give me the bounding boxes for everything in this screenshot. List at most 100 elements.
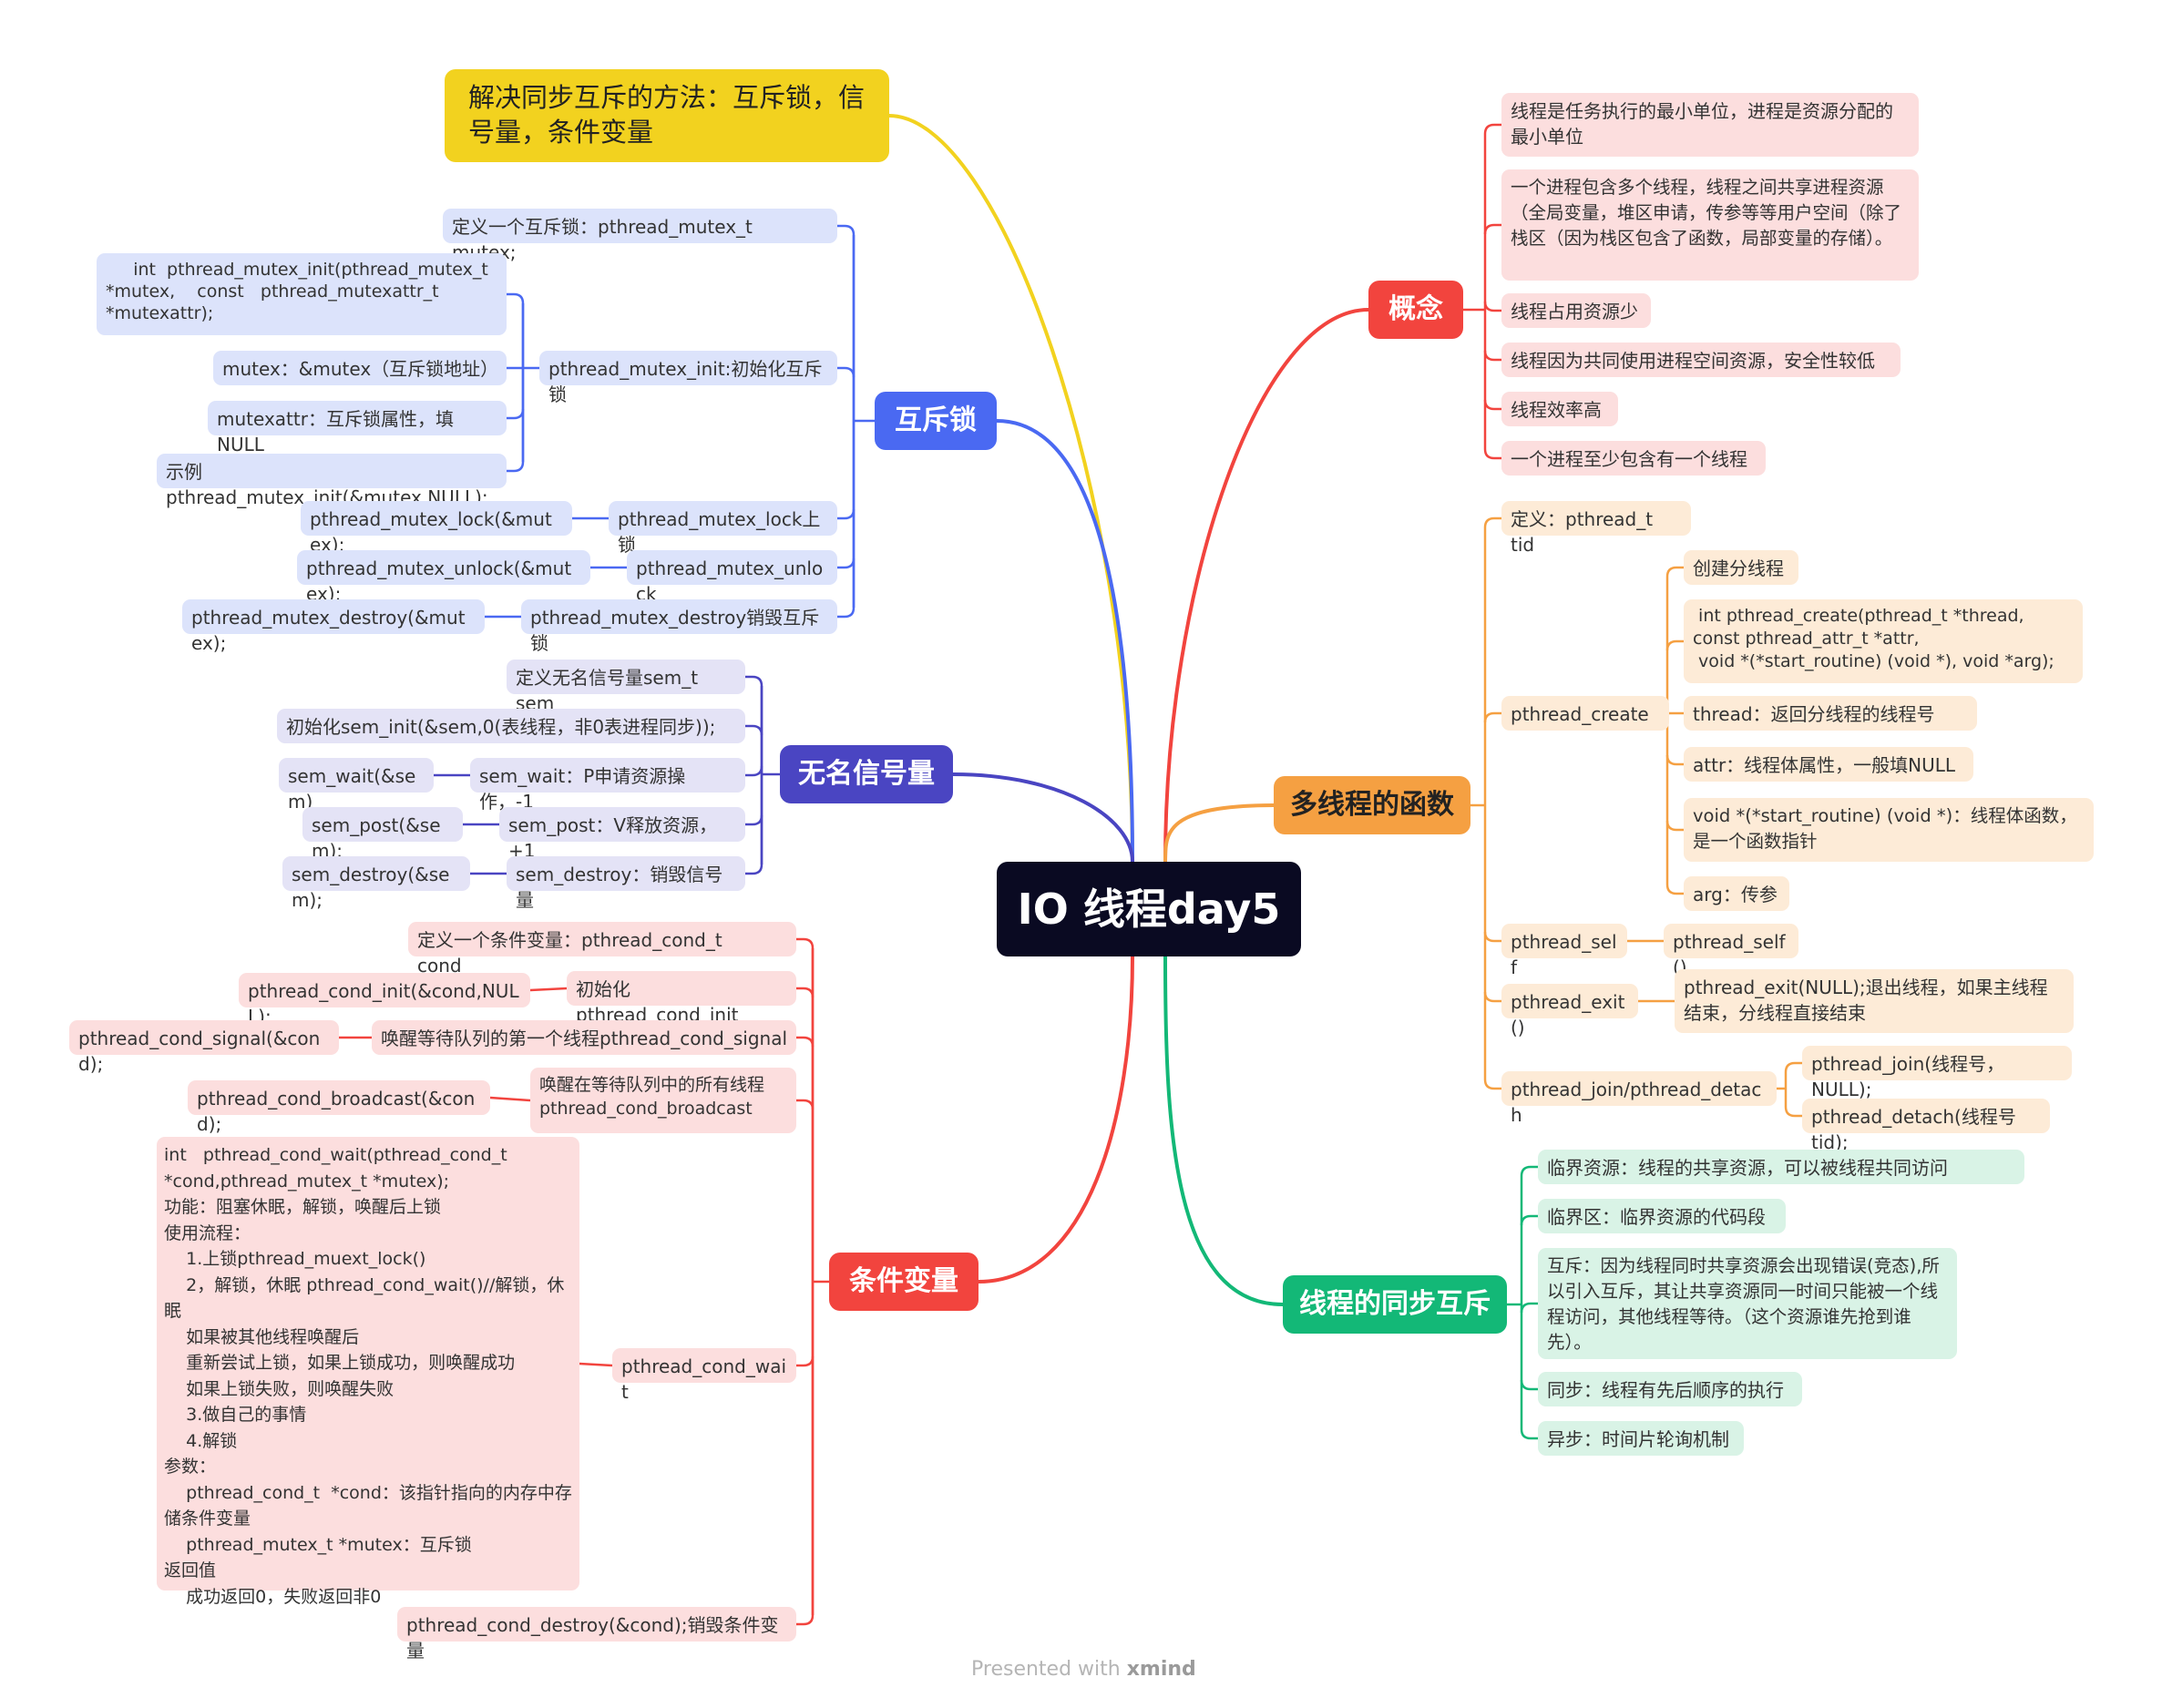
footer-credit: Presented with xmind: [971, 1658, 1196, 1681]
mutex-bracket-twig-3: [837, 557, 856, 569]
mutex-item-unlock[interactable]: pthread_mutex_unlock: [627, 550, 837, 605]
sync-item-critical-resource[interactable]: 临界资源：线程的共享资源，可以被线程共同访问: [1538, 1150, 2024, 1184]
sem-item-destroy[interactable]: sem_destroy：销毁信号量: [507, 856, 745, 911]
funcs-item-self[interactable]: pthread_self: [1501, 924, 1627, 978]
mutex-lock-call[interactable]: pthread_mutex_lock(&mutex);: [301, 501, 572, 556]
mutex-init-bracket-twig-3: [507, 461, 525, 473]
detach-call[interactable]: pthread_detach(线程号tid);: [1802, 1099, 2050, 1153]
concept-bracket-twig-0: [1483, 123, 1501, 135]
sync-item-async[interactable]: 异步：时间片轮询机制: [1538, 1421, 1744, 1456]
sem-bracket-twig-1: [745, 724, 763, 736]
create-param-arg[interactable]: arg：传参: [1684, 876, 1789, 911]
link-sem: [952, 772, 1134, 863]
concept-item-3[interactable]: 线程因为共同使用进程空间资源，安全性较低: [1501, 343, 1901, 377]
cond-item-destroy[interactable]: pthread_cond_destroy(&cond);销毁条件变量: [397, 1607, 796, 1662]
funcs-item-create[interactable]: pthread_create: [1501, 696, 1669, 731]
sem-item-post[interactable]: sem_post：V释放资源，+1: [499, 807, 745, 862]
funcs-bracket-twig-0: [1483, 516, 1501, 528]
mutex-item-define[interactable]: 定义一个互斥锁：pthread_mutex_t mutex;: [443, 209, 837, 263]
link-method: [888, 114, 1134, 863]
cond-topic[interactable]: 条件变量: [829, 1253, 979, 1311]
mutex-init-signature[interactable]: int pthread_mutex_init(pthread_mutex_t *…: [97, 253, 507, 335]
create-param-thread[interactable]: thread：返回分线程的线程号: [1684, 696, 1977, 731]
central-topic[interactable]: IO 线程day5: [997, 862, 1301, 956]
join-bracket-twig-1: [1784, 1106, 1802, 1118]
mutex-bracket-twig-2: [837, 508, 856, 520]
create-param-routine[interactable]: void *(*start_routine) (void *)：线程体函数，是一…: [1684, 798, 2094, 862]
funcs-item-exit[interactable]: pthread_exit(): [1501, 984, 1638, 1038]
concept-item-2[interactable]: 线程占用资源少: [1501, 293, 1651, 328]
link-sync: [1163, 956, 1284, 1306]
mutex-topic[interactable]: 互斥锁: [875, 392, 997, 450]
sync-item-critical-section[interactable]: 临界区：临界资源的代码段: [1538, 1199, 1786, 1233]
concept-item-1[interactable]: 一个进程包含多个线程，线程之间共享进程资源（全局变量，堆区申请，传参等等用户空间…: [1501, 169, 1919, 281]
join-call[interactable]: pthread_join(线程号，NULL);: [1802, 1046, 2072, 1100]
sync-item-mutex[interactable]: 互斥：因为线程同时共享资源会出现错误(竞态),所以引入互斥，其让共享资源同一时间…: [1538, 1248, 1957, 1359]
sem-item-wait[interactable]: sem_wait：P申请资源操作，-1: [470, 758, 745, 813]
sync-item-sync[interactable]: 同步：线程有先后顺序的执行: [1538, 1372, 1802, 1406]
funcs-topic[interactable]: 多线程的函数: [1274, 776, 1470, 834]
mutex-bracket-twig-1: [837, 366, 856, 378]
sync-bracket-twig-3: [1520, 1379, 1538, 1391]
link-cond: [978, 956, 1134, 1284]
create-param-attr[interactable]: attr：线程体属性，一般填NULL: [1684, 747, 1973, 782]
mutex-init-param-mutex[interactable]: mutex：&mutex（互斥锁地址）: [213, 351, 507, 385]
sem-post-call[interactable]: sem_post(&sem);: [302, 807, 463, 862]
cond-item-define[interactable]: 定义一个条件变量：pthread_cond_t cond: [408, 922, 796, 977]
sync-bracket-twig-4: [1520, 1428, 1538, 1440]
self-call[interactable]: pthread_self(): [1664, 924, 1798, 978]
funcs-bracket-twig-4: [1483, 1079, 1501, 1090]
concept-item-5[interactable]: 一个进程至少包含有一个线程: [1501, 441, 1766, 476]
mutex-item-init[interactable]: pthread_mutex_init:初始化互斥锁: [539, 351, 837, 405]
exit-call[interactable]: pthread_exit(NULL);退出线程，如果主线程结束，分线程直接结束: [1675, 969, 2074, 1033]
cond-broadcast-link: [489, 1096, 531, 1102]
concept-topic[interactable]: 概念: [1368, 281, 1463, 339]
cond-item-wait[interactable]: pthread_cond_wait: [612, 1348, 796, 1403]
cond-bracket-twig-3: [796, 1099, 815, 1110]
cond-item-init[interactable]: 初始化pthread_cond_init: [567, 971, 796, 1026]
link-funcs: [1163, 803, 1275, 863]
create-bracket-twig-3: [1665, 754, 1684, 766]
concept-bracket-twig-2: [1483, 301, 1501, 312]
create-bracket-twig-0: [1665, 566, 1684, 578]
mutex-unlock-call[interactable]: pthread_mutex_unlock(&mutex);: [297, 550, 590, 605]
cond-wait-detail[interactable]: int pthread_cond_wait(pthread_cond_t *co…: [157, 1137, 579, 1607]
cond-signal-call[interactable]: pthread_cond_signal(&cond);: [69, 1020, 339, 1075]
funcs-item-join[interactable]: pthread_join/pthread_detach: [1501, 1071, 1777, 1126]
sem-bracket-twig-2: [745, 765, 763, 777]
sem-bracket-twig-4: [745, 864, 763, 875]
concept-bracket-twig-4: [1483, 399, 1501, 411]
mutex-init-example[interactable]: 示例pthread_mutex_init(&mutex,NULL);: [157, 454, 507, 508]
mutex-item-destroy[interactable]: pthread_mutex_destroy销毁互斥锁: [521, 599, 837, 654]
cond-init-link: [529, 987, 568, 992]
funcs-bracket-twig-1: [1483, 711, 1501, 723]
mutex-item-lock[interactable]: pthread_mutex_lock上锁: [609, 501, 837, 556]
mutex-destroy-call[interactable]: pthread_mutex_destroy(&mutex);: [182, 599, 485, 654]
cond-init-call[interactable]: pthread_cond_init(&cond,NULL);: [239, 973, 530, 1028]
sem-bracket-twig-0: [745, 675, 763, 687]
method-topic[interactable]: 解决同步互斥的方法：互斥锁，信号量，条件变量: [445, 69, 889, 162]
link-mutex: [996, 419, 1134, 863]
mutex-init-param-attr[interactable]: mutexattr：互斥锁属性，填NULL: [208, 401, 507, 455]
cond-item-signal[interactable]: 唤醒等待队列的第一个线程pthread_cond_signal: [372, 1020, 796, 1055]
cond-item-broadcast[interactable]: 唤醒在等待队列中的所有线程pthread_cond_broadcast: [530, 1068, 796, 1133]
concept-bracket-twig-1: [1483, 223, 1501, 235]
cond-bracket-twig-2: [796, 1036, 815, 1048]
sem-item-define[interactable]: 定义无名信号量sem_t sem: [507, 660, 745, 714]
join-bracket-twig-0: [1784, 1061, 1802, 1073]
cond-bracket-twig-0: [796, 937, 815, 949]
sem-destroy-call[interactable]: sem_destroy(&sem);: [282, 856, 470, 911]
sem-item-init[interactable]: 初始化sem_init(&sem,0(表线程，非0表进程同步));: [277, 709, 745, 743]
sem-wait-call[interactable]: sem_wait(&sem): [279, 758, 434, 813]
concept-item-4[interactable]: 线程效率高: [1501, 392, 1618, 426]
sem-topic[interactable]: 无名信号量: [780, 745, 953, 803]
sync-topic[interactable]: 线程的同步互斥: [1283, 1275, 1507, 1334]
create-signature[interactable]: int pthread_create(pthread_t *thread, co…: [1684, 599, 2083, 683]
concept-item-0[interactable]: 线程是任务执行的最小单位，进程是资源分配的最小单位: [1501, 93, 1919, 157]
funcs-item-define[interactable]: 定义：pthread_t tid: [1501, 501, 1691, 556]
create-desc[interactable]: 创建分线程: [1684, 550, 1798, 585]
cond-broadcast-call[interactable]: pthread_cond_broadcast(&cond);: [188, 1080, 490, 1135]
mutex-bracket-twig-4: [837, 607, 856, 619]
